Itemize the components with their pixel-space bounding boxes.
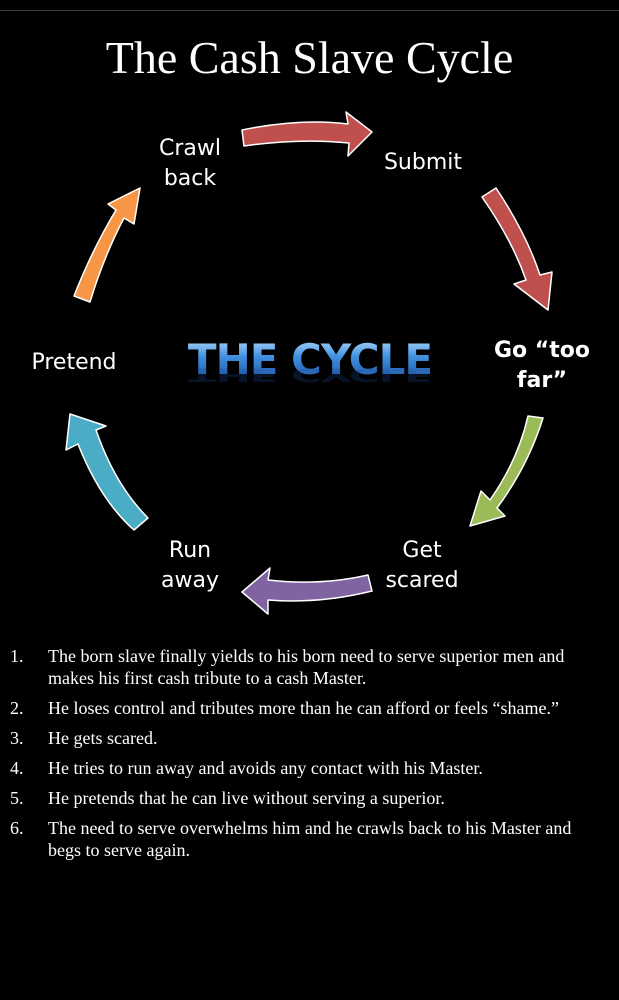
arrow-run-to-pretend	[65, 413, 149, 531]
list-item: 3.He gets scared.	[10, 728, 158, 748]
arrow-far-to-scared	[469, 415, 544, 527]
list-item: 1.The born slave finally yields to his b…	[10, 646, 565, 688]
arrow-scared-to-run	[241, 567, 373, 615]
cycle-diagram: Crawl back Submit Go “too far” Get scare…	[0, 100, 619, 630]
node-get-scared: Get scared	[385, 538, 459, 593]
list-item: 2.He loses control and tributes more tha…	[10, 698, 559, 718]
steps-list: 1.The born slave finally yields to his b…	[10, 645, 600, 869]
node-submit: Submit	[383, 150, 463, 175]
page-title: The Cash Slave Cycle	[105, 32, 514, 83]
node-run-away: Run away	[161, 538, 219, 593]
arrow-submit-to-far	[481, 187, 553, 311]
arrow-pretend-to-crawl	[73, 187, 141, 303]
node-crawl-back: Crawl back	[159, 136, 221, 191]
cycle-center-reflection: THE CYCLE	[187, 363, 433, 386]
list-item: 4.He tries to run away and avoids any co…	[10, 758, 483, 778]
cycle-center-label: THE CYCLE	[150, 335, 470, 384]
top-divider	[0, 10, 619, 11]
list-item: 5.He pretends that he can live without s…	[10, 788, 445, 808]
node-go-too-far: Go “too far”	[493, 338, 591, 393]
arrow-crawl-to-submit	[241, 111, 373, 157]
node-pretend: Pretend	[31, 350, 117, 375]
cycle-arrows	[65, 111, 553, 615]
list-item: 6.The need to serve overwhelms him and h…	[10, 818, 572, 860]
